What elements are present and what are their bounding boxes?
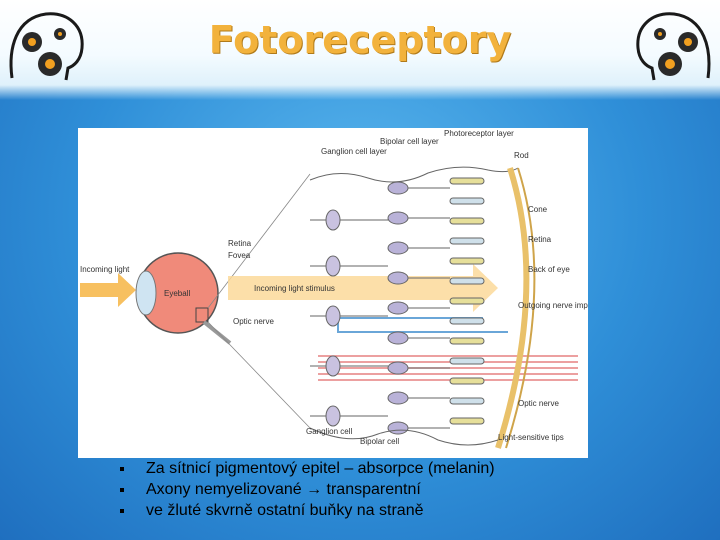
label-back-of-eye: Back of eye xyxy=(528,265,570,274)
incoming-light-arrow xyxy=(80,273,136,307)
gears-head-decoration-right xyxy=(636,12,711,81)
bullet-item: ve žluté skvrně ostatní buňky na straně xyxy=(118,500,678,521)
cell-layers xyxy=(309,166,536,449)
label-light-sensitive-tips: Light-sensitive tips xyxy=(498,433,564,442)
gear-icon xyxy=(678,32,698,52)
bullet-list: Za sítnicí pigmentový epitel – absorpce … xyxy=(118,458,678,521)
light-stimulus-arrow xyxy=(228,264,498,312)
label-retina-right: Retina xyxy=(528,235,552,244)
gear-icon xyxy=(54,28,66,40)
bullet-item: Axony nemyelizované → transparentní xyxy=(118,479,678,500)
label-ganglion-cell: Ganglion cell xyxy=(306,427,352,436)
label-cone: Cone xyxy=(528,205,548,214)
bullet-text: Axony nemyelizované → transparentní xyxy=(146,481,421,498)
eyeball xyxy=(135,252,232,345)
label-bipolar-cell-layer: Bipolar cell layer xyxy=(380,137,439,146)
bullet-icon xyxy=(120,467,124,471)
gear-icon xyxy=(658,52,682,76)
label-retina-left: Retina xyxy=(228,239,252,248)
nerve-impulse-stripes xyxy=(318,355,578,381)
label-eyeball: Eyeball xyxy=(164,289,190,298)
bullet-text: Za sítnicí pigmentový epitel – absorpce … xyxy=(146,460,495,477)
label-incoming-light: Incoming light xyxy=(80,265,130,274)
bullet-icon xyxy=(120,488,124,492)
label-outgoing-impulse: Outgoing nerve impulse to visual cortex xyxy=(518,301,588,310)
label-photoreceptor-layer: Photoreceptor layer xyxy=(444,129,514,138)
label-optic-nerve-left: Optic nerve xyxy=(233,317,274,326)
label-ganglion-cell-layer: Ganglion cell layer xyxy=(321,147,387,156)
gear-icon xyxy=(654,28,666,40)
gear-icon xyxy=(22,32,42,52)
label-rod: Rod xyxy=(514,151,529,160)
label-optic-nerve-right: Optic nerve xyxy=(518,399,559,408)
gear-icon xyxy=(38,52,62,76)
label-fovea: Fovea xyxy=(228,251,251,260)
bullet-item: Za sítnicí pigmentový epitel – absorpce … xyxy=(118,458,678,479)
bullet-icon xyxy=(120,509,124,513)
bullet-text: ve žluté skvrně ostatní buňky na straně xyxy=(146,502,424,519)
retina-diagram: Incoming light Retina Fovea Eyeball Opti… xyxy=(78,128,588,458)
label-incoming-light-stimulus: Incoming light stimulus xyxy=(254,284,335,293)
label-bipolar-cell: Bipolar cell xyxy=(360,437,399,446)
gears-head-decoration-left xyxy=(9,12,84,81)
header-band xyxy=(0,0,720,100)
slide-title: Fotoreceptory xyxy=(208,18,512,62)
